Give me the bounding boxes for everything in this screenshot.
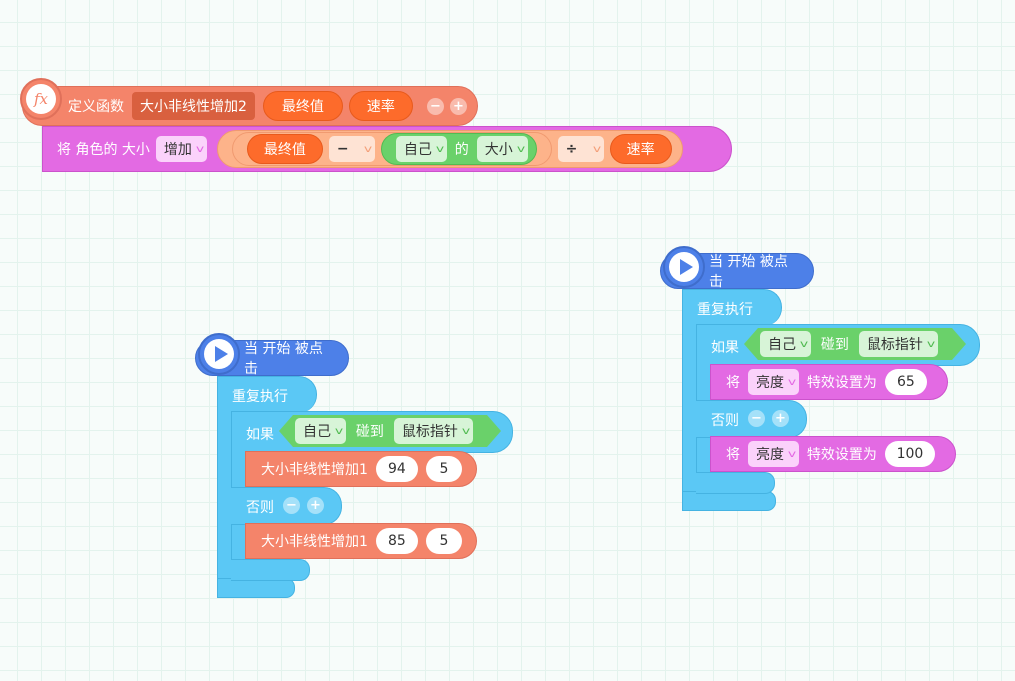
function-call-block[interactable]: 大小非线性增加1 94 5 — [245, 451, 477, 487]
sensing-attribute-value: 大小 — [484, 142, 513, 158]
change-size-label: 将 角色的 大小 — [57, 142, 150, 158]
size-action-value: 增加 — [163, 142, 192, 158]
if-else-block-bottom — [696, 472, 775, 494]
touch-target-value: 鼠标指针 — [401, 424, 458, 440]
function-call-name: 大小非线性增加1 — [261, 462, 368, 478]
add-branch-button[interactable]: + — [772, 410, 789, 427]
chevron-down-icon: v — [926, 338, 936, 350]
set-effect-suffix: 特效设置为 — [806, 447, 877, 463]
effect-dropdown[interactable]: 亮度 v — [748, 441, 799, 467]
touch-target-dropdown[interactable]: 鼠标指针 v — [859, 331, 938, 357]
forever-block-arm — [682, 324, 697, 492]
hat-label: 当 开始 被点击 — [709, 254, 788, 290]
if-label: 如果 — [711, 340, 739, 356]
param-rate[interactable]: 速率 — [348, 91, 413, 121]
divide-op-dropdown[interactable]: ÷ v — [557, 136, 604, 162]
touching-label: 碰到 — [820, 337, 849, 353]
function-arg-input[interactable]: 5 — [425, 528, 462, 554]
effect-dropdown[interactable]: 亮度 v — [748, 369, 799, 395]
play-icon — [198, 333, 240, 375]
effect-value-input[interactable]: 100 — [884, 441, 935, 467]
chevron-down-icon: v — [787, 448, 797, 460]
remove-param-button[interactable]: − — [426, 97, 444, 115]
of-label: 的 — [454, 142, 469, 158]
forever-block-top[interactable] — [682, 289, 782, 326]
touch-target-dropdown[interactable]: 鼠标指针 v — [394, 418, 473, 444]
touch-target-value: 鼠标指针 — [866, 337, 923, 353]
forever-label: 重复执行 — [697, 302, 753, 318]
change-size-block[interactable]: 将 角色的 大小 增加 v 最终值 − v 自己 v 的 — [42, 126, 732, 172]
touching-condition[interactable]: 自己 v 碰到 鼠标指针 v — [744, 328, 966, 360]
chevron-down-icon: v — [516, 143, 525, 155]
add-branch-button[interactable]: + — [307, 497, 324, 514]
chevron-down-icon: v — [435, 143, 444, 155]
size-action-dropdown[interactable]: 增加 v — [155, 136, 207, 162]
effect-value: 亮度 — [756, 375, 784, 391]
set-effect-prefix: 将 — [726, 447, 740, 463]
touching-condition[interactable]: 自己 v 碰到 鼠标指针 v — [279, 415, 501, 447]
else-label: 否则 — [246, 500, 274, 516]
forever-block-arm — [217, 411, 232, 579]
division-operator[interactable]: 最终值 − v 自己 v 的 大小 v — [216, 130, 683, 168]
chevron-down-icon: v — [799, 338, 809, 350]
play-icon — [663, 246, 705, 288]
minus-op-value: − — [336, 141, 349, 157]
chevron-down-icon: v — [592, 143, 601, 155]
chevron-down-icon: v — [787, 376, 797, 388]
function-call-name: 大小非线性增加1 — [261, 534, 368, 550]
sensing-attribute-dropdown[interactable]: 大小 v — [476, 136, 528, 162]
if-label: 如果 — [246, 427, 274, 443]
set-effect-suffix: 特效设置为 — [806, 375, 877, 391]
function-name-field[interactable]: 大小非线性增加2 — [132, 92, 255, 120]
set-effect-prefix: 将 — [726, 375, 740, 391]
chevron-down-icon: v — [195, 143, 205, 155]
function-call-block[interactable]: 大小非线性增加1 85 5 — [245, 523, 477, 559]
script-right[interactable]: 当 开始 被点击 重复执行 如果 自己 v 碰到 鼠标指针 v 将 亮度 v 特… — [660, 245, 990, 515]
touch-object-dropdown[interactable]: 自己 v — [295, 418, 346, 444]
rate-reporter[interactable]: 速率 — [609, 134, 672, 164]
chevron-down-icon: v — [363, 143, 373, 155]
set-effect-block[interactable]: 将 亮度 v 特效设置为 100 — [710, 436, 956, 472]
touching-label: 碰到 — [355, 424, 384, 440]
minus-op-dropdown[interactable]: − v — [328, 136, 375, 162]
script-left[interactable]: 当 开始 被点击 重复执行 如果 自己 v 碰到 鼠标指针 v 大小非线性增加1… — [195, 332, 525, 602]
function-icon: fx — [20, 78, 62, 120]
effect-value: 亮度 — [756, 447, 784, 463]
touch-object-value: 自己 — [768, 337, 796, 353]
effect-value-input[interactable]: 65 — [884, 369, 927, 395]
subtraction-operator[interactable]: 最终值 − v 自己 v 的 大小 v — [231, 132, 552, 166]
touch-object-dropdown[interactable]: 自己 v — [760, 331, 811, 357]
define-function-label: 定义函数 — [68, 99, 124, 115]
final-value-reporter[interactable]: 最终值 — [246, 134, 323, 164]
touch-object-value: 自己 — [303, 424, 331, 440]
sensing-of-reporter[interactable]: 自己 v 的 大小 v — [380, 133, 537, 165]
sensing-object-dropdown[interactable]: 自己 v — [395, 136, 447, 162]
remove-branch-button[interactable]: − — [748, 410, 765, 427]
hat-label: 当 开始 被点击 — [244, 341, 323, 377]
chevron-down-icon: v — [461, 425, 471, 437]
function-arg-input[interactable]: 5 — [425, 456, 462, 482]
sensing-object-value: 自己 — [403, 142, 432, 158]
divide-op-value: ÷ — [565, 141, 578, 157]
function-define-header[interactable]: 定义函数 大小非线性增加2 最终值 速率 − + — [22, 86, 478, 126]
forever-label: 重复执行 — [232, 389, 288, 405]
function-definition-block[interactable]: 定义函数 大小非线性增加2 最终值 速率 − + fx 将 角色的 大小 增加 … — [20, 78, 740, 178]
param-final-value[interactable]: 最终值 — [262, 91, 343, 121]
forever-block-bottom — [682, 491, 776, 511]
remove-branch-button[interactable]: − — [283, 497, 300, 514]
chevron-down-icon: v — [334, 425, 344, 437]
function-arg-input[interactable]: 94 — [375, 456, 418, 482]
function-arg-input[interactable]: 85 — [375, 528, 418, 554]
else-label: 否则 — [711, 413, 739, 429]
add-param-button[interactable]: + — [449, 97, 467, 115]
if-else-block-bottom — [231, 559, 310, 581]
set-effect-block[interactable]: 将 亮度 v 特效设置为 65 — [710, 364, 948, 400]
forever-block-top[interactable] — [217, 376, 317, 413]
forever-block-bottom — [217, 578, 295, 598]
